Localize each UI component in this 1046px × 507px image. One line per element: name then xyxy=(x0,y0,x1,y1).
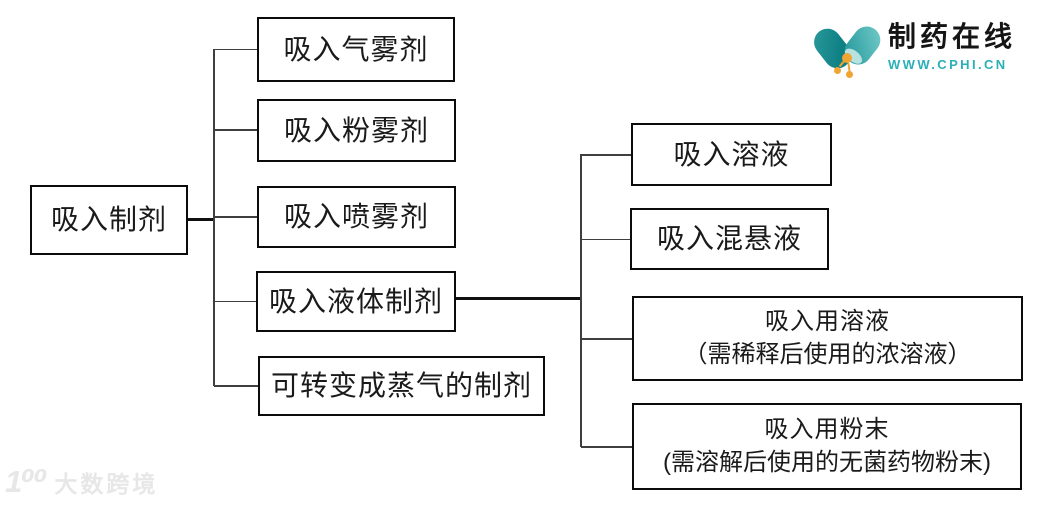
capsule-logo-icon xyxy=(808,20,886,82)
node-inhalation-powder-mist: 吸入粉雾剂 xyxy=(257,99,456,162)
node-sublabel: (需溶解后使用的无菌药物粉末) xyxy=(663,448,991,476)
node-powder-for-inhalation: 吸入用粉末 (需溶解后使用的无菌药物粉末) xyxy=(632,403,1022,490)
node-label: 可转变成蒸气的制剂 xyxy=(270,370,532,402)
node-label: 吸入粉雾剂 xyxy=(283,114,429,146)
connector-trunk1-vapor xyxy=(214,385,258,387)
node-sublabel: （需稀释后使用的浓溶液） xyxy=(683,340,972,368)
node-label: 吸入制剂 xyxy=(50,204,167,236)
connector-trunk2-suspension xyxy=(581,238,630,241)
connector-trunk2-powder-for-inhalation xyxy=(581,446,632,448)
brand-text-block: 制药在线 WWW.CPHI.CN xyxy=(888,20,1016,72)
node-inhalation-aerosol: 吸入气雾剂 xyxy=(257,17,455,82)
trunk1-vertical-line xyxy=(213,49,215,386)
node-label: 吸入用溶液 xyxy=(765,308,890,336)
connector-trunk1-powder-mist xyxy=(214,129,257,131)
node-inhalation-spray: 吸入喷雾剂 xyxy=(257,186,456,248)
connector-trunk1-aerosol xyxy=(214,48,257,51)
brand-url: WWW.CPHI.CN xyxy=(888,56,1008,72)
connector-trunk1-liquid xyxy=(214,300,256,303)
brand-name: 制药在线 xyxy=(888,21,1017,52)
node-inhalation-suspension: 吸入混悬液 xyxy=(630,208,829,270)
connector-trunk2-solution xyxy=(581,154,631,156)
node-label: 吸入用粉末 xyxy=(764,416,890,444)
connector-trunk2-solution-for-inhalation xyxy=(581,338,632,340)
cphi-brand-logo: 制药在线 WWW.CPHI.CN xyxy=(808,20,1016,82)
connector-liquid-to-trunk2 xyxy=(456,296,581,300)
node-label: 吸入液体制剂 xyxy=(268,285,443,317)
watermark: 1⁰⁰ 大数跨境 xyxy=(5,466,158,497)
node-inhalation-solution: 吸入溶液 xyxy=(631,123,832,186)
connector-root-to-trunk1 xyxy=(186,218,214,221)
watermark-text: 大数跨境 xyxy=(54,470,159,497)
connector-trunk1-spray xyxy=(214,216,257,218)
molecule-dot xyxy=(842,53,852,63)
node-label: 吸入喷雾剂 xyxy=(283,201,429,233)
node-label: 吸入溶液 xyxy=(673,138,790,170)
molecule-dot xyxy=(834,67,841,74)
node-label: 吸入混悬液 xyxy=(656,223,802,255)
node-label: 吸入气雾剂 xyxy=(283,33,429,65)
node-inhalation-liquid-preparation: 吸入液体制剂 xyxy=(256,271,456,332)
molecule-dot xyxy=(846,71,853,78)
trunk2-vertical-line xyxy=(580,154,582,447)
watermark-logo-icon: 1⁰⁰ xyxy=(5,464,47,499)
node-inhalation-preparations: 吸入制剂 xyxy=(30,185,188,255)
node-solution-for-inhalation: 吸入用溶液 （需稀释后使用的浓溶液） xyxy=(632,296,1023,381)
node-vapor-convertible-preparation: 可转变成蒸气的制剂 xyxy=(258,356,545,416)
